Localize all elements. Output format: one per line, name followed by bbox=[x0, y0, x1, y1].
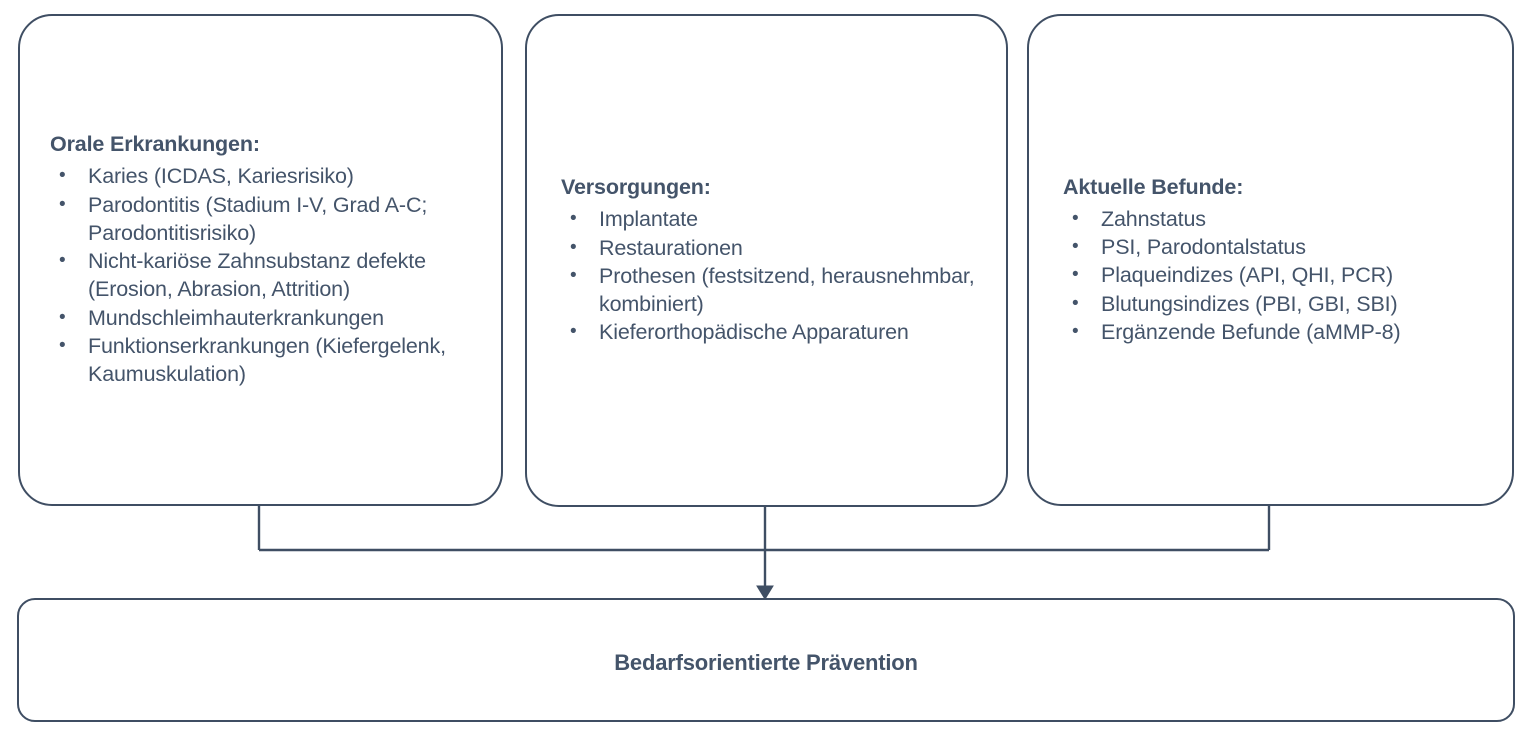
box-title-versorgungen: Versorgungen: bbox=[561, 175, 711, 200]
bullet-icon: • bbox=[1072, 292, 1079, 314]
list-item-label: Implantate bbox=[599, 207, 698, 232]
list-item: • Mundschleimhauterkrankungen bbox=[50, 304, 475, 332]
list-item-label: Zahnstatus bbox=[1101, 206, 1206, 231]
list-item: • Blutungsindizes (PBI, GBI, SBI) bbox=[1063, 290, 1486, 318]
bullet-icon: • bbox=[1072, 264, 1079, 286]
bullet-icon: • bbox=[570, 321, 577, 343]
bullet-list-versorgungen: • Implantate • Restaurationen • Prothese… bbox=[561, 205, 980, 346]
list-item: • Parodontitis (Stadium I-V, Grad A-C; P… bbox=[50, 191, 475, 248]
bullet-list-orale-erkrankungen: • Karies (ICDAS, Kariesrisiko) • Parodon… bbox=[50, 162, 475, 388]
box-title-aktuelle-befunde: Aktuelle Befunde: bbox=[1063, 174, 1244, 199]
list-item: • Kieferorthopädische Apparaturen bbox=[561, 318, 980, 346]
list-item: • Implantate bbox=[561, 205, 980, 233]
box-title-orale-erkrankungen: Orale Erkrankungen: bbox=[50, 132, 260, 157]
result-box-bedarfsorientierte-praevention: Bedarfsorientierte Prävention bbox=[17, 598, 1515, 722]
bullet-icon: • bbox=[1072, 320, 1079, 342]
list-item-label: Kieferorthopädische Apparaturen bbox=[599, 320, 909, 345]
list-item-label: Nicht-kariöse Zahnsubstanz defekte (Eros… bbox=[88, 249, 426, 302]
list-item-label: Ergänzende Befunde (aMMP-8) bbox=[1101, 319, 1401, 344]
bullet-icon: • bbox=[59, 306, 66, 328]
bullet-icon: • bbox=[59, 165, 66, 187]
category-box-orale-erkrankungen: Orale Erkrankungen: • Karies (ICDAS, Kar… bbox=[18, 14, 503, 506]
list-item-label: Blutungsindizes (PBI, GBI, SBI) bbox=[1101, 291, 1398, 316]
list-item: • Nicht-kariöse Zahnsubstanz defekte (Er… bbox=[50, 247, 475, 304]
list-item: • Plaqueindizes (API, QHI, PCR) bbox=[1063, 261, 1486, 289]
bullet-list-aktuelle-befunde: • Zahnstatus • PSI, Parodontalstatus • P… bbox=[1063, 205, 1486, 346]
list-item: • Ergänzende Befunde (aMMP-8) bbox=[1063, 318, 1486, 346]
list-item: • Funktionserkrankungen (Kiefergelenk, K… bbox=[50, 332, 475, 389]
list-item: • Prothesen (festsitzend, herausnehmbar,… bbox=[561, 262, 980, 319]
category-box-versorgungen: Versorgungen: • Implantate • Restauratio… bbox=[525, 14, 1008, 507]
bullet-icon: • bbox=[570, 236, 577, 258]
list-item-label: Restaurationen bbox=[599, 235, 743, 260]
category-box-aktuelle-befunde: Aktuelle Befunde: • Zahnstatus • PSI, Pa… bbox=[1027, 14, 1514, 506]
bullet-icon: • bbox=[570, 264, 577, 286]
bullet-icon: • bbox=[570, 208, 577, 230]
list-item-label: Prothesen (festsitzend, herausnehmbar, k… bbox=[599, 263, 975, 317]
list-item-label: PSI, Parodontalstatus bbox=[1101, 235, 1306, 260]
list-item: • Karies (ICDAS, Kariesrisiko) bbox=[50, 162, 475, 190]
list-item: • Zahnstatus bbox=[1063, 205, 1486, 233]
list-item-label: Plaqueindizes (API, QHI, PCR) bbox=[1101, 263, 1393, 288]
bullet-icon: • bbox=[59, 335, 66, 356]
list-item: • Restaurationen bbox=[561, 234, 980, 262]
list-item-label: Karies (ICDAS, Kariesrisiko) bbox=[88, 164, 354, 189]
list-item-label: Funktionserkrankungen (Kiefergelenk, Kau… bbox=[88, 334, 446, 387]
bullet-icon: • bbox=[59, 250, 66, 272]
list-item-label: Mundschleimhauterkrankungen bbox=[88, 305, 384, 330]
bullet-icon: • bbox=[1072, 236, 1079, 258]
bullet-icon: • bbox=[1072, 207, 1079, 229]
result-label: Bedarfsorientierte Prävention bbox=[614, 650, 918, 675]
list-item-label: Parodontitis (Stadium I-V, Grad A-C; Par… bbox=[88, 192, 428, 245]
list-item: • PSI, Parodontalstatus bbox=[1063, 233, 1486, 261]
bullet-icon: • bbox=[59, 193, 66, 215]
